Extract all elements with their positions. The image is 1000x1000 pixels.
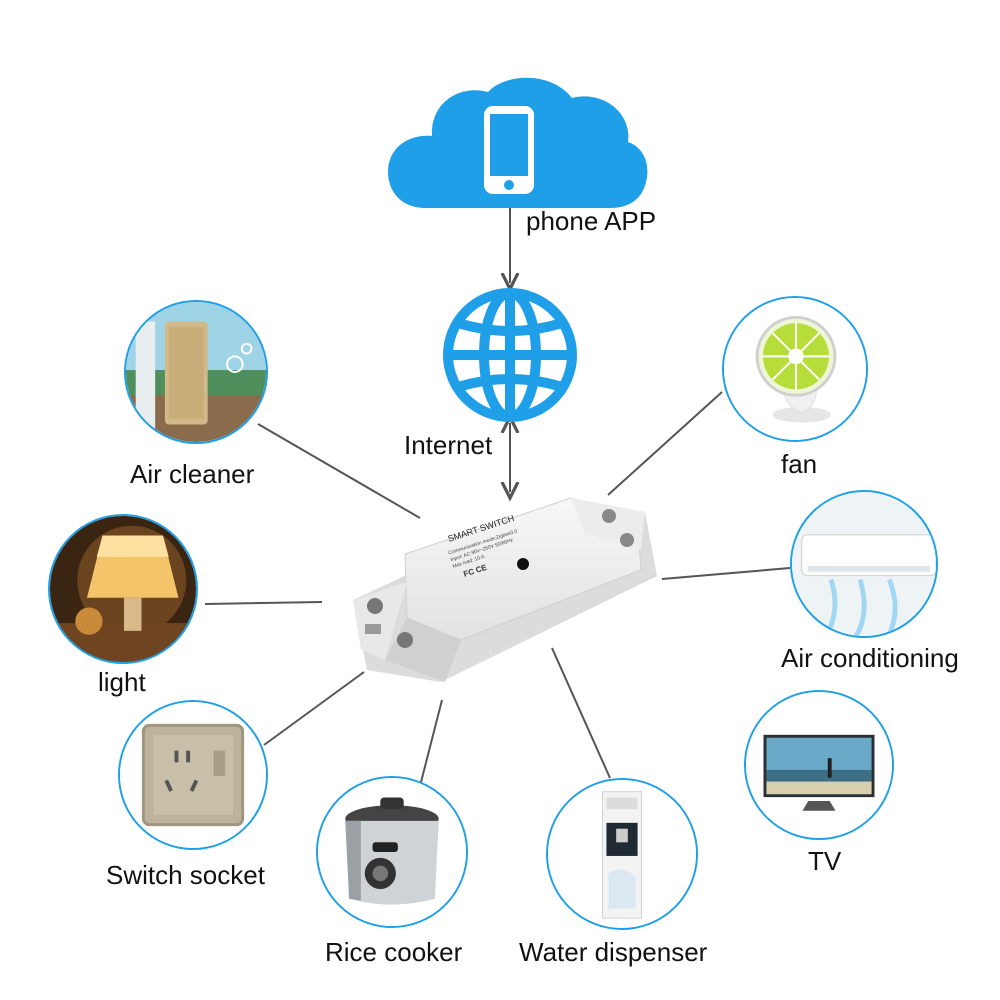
label-fan: fan	[781, 449, 818, 479]
label-water-dispenser: Water dispenser	[519, 937, 708, 967]
label-rice-cooker: Rice cooker	[325, 937, 463, 967]
label-air-conditioning: Air conditioning	[781, 643, 959, 673]
label-internet: Internet	[404, 430, 493, 460]
label-tv: TV	[808, 846, 842, 876]
light-image	[48, 514, 198, 664]
fan-image	[722, 296, 868, 442]
tv-image	[744, 690, 894, 840]
label-light: light	[98, 667, 146, 697]
phone-icon	[484, 106, 534, 194]
line-switch-socket	[263, 671, 365, 746]
air-cleaner-image	[124, 300, 268, 444]
rice-cooker-image	[316, 776, 468, 928]
label-air-cleaner: Air cleaner	[130, 459, 255, 489]
water-dispenser-image	[546, 778, 698, 930]
line-rice-cooker	[419, 699, 443, 787]
label-switch-socket: Switch socket	[106, 860, 265, 890]
air-conditioning-image	[790, 490, 938, 638]
line-air-cleaner	[257, 423, 421, 519]
line-air-conditioning	[661, 567, 791, 580]
globe-icon	[443, 288, 577, 422]
cloud-icon	[388, 77, 648, 208]
switch-socket-image	[118, 700, 268, 850]
smart-switch-device: SMART SWITCH Communication mode:Zigbee3.…	[353, 497, 657, 682]
label-phone-app: phone APP	[526, 206, 657, 236]
line-light	[204, 601, 323, 605]
line-fan	[607, 391, 723, 496]
line-water-dispenser	[551, 647, 611, 779]
